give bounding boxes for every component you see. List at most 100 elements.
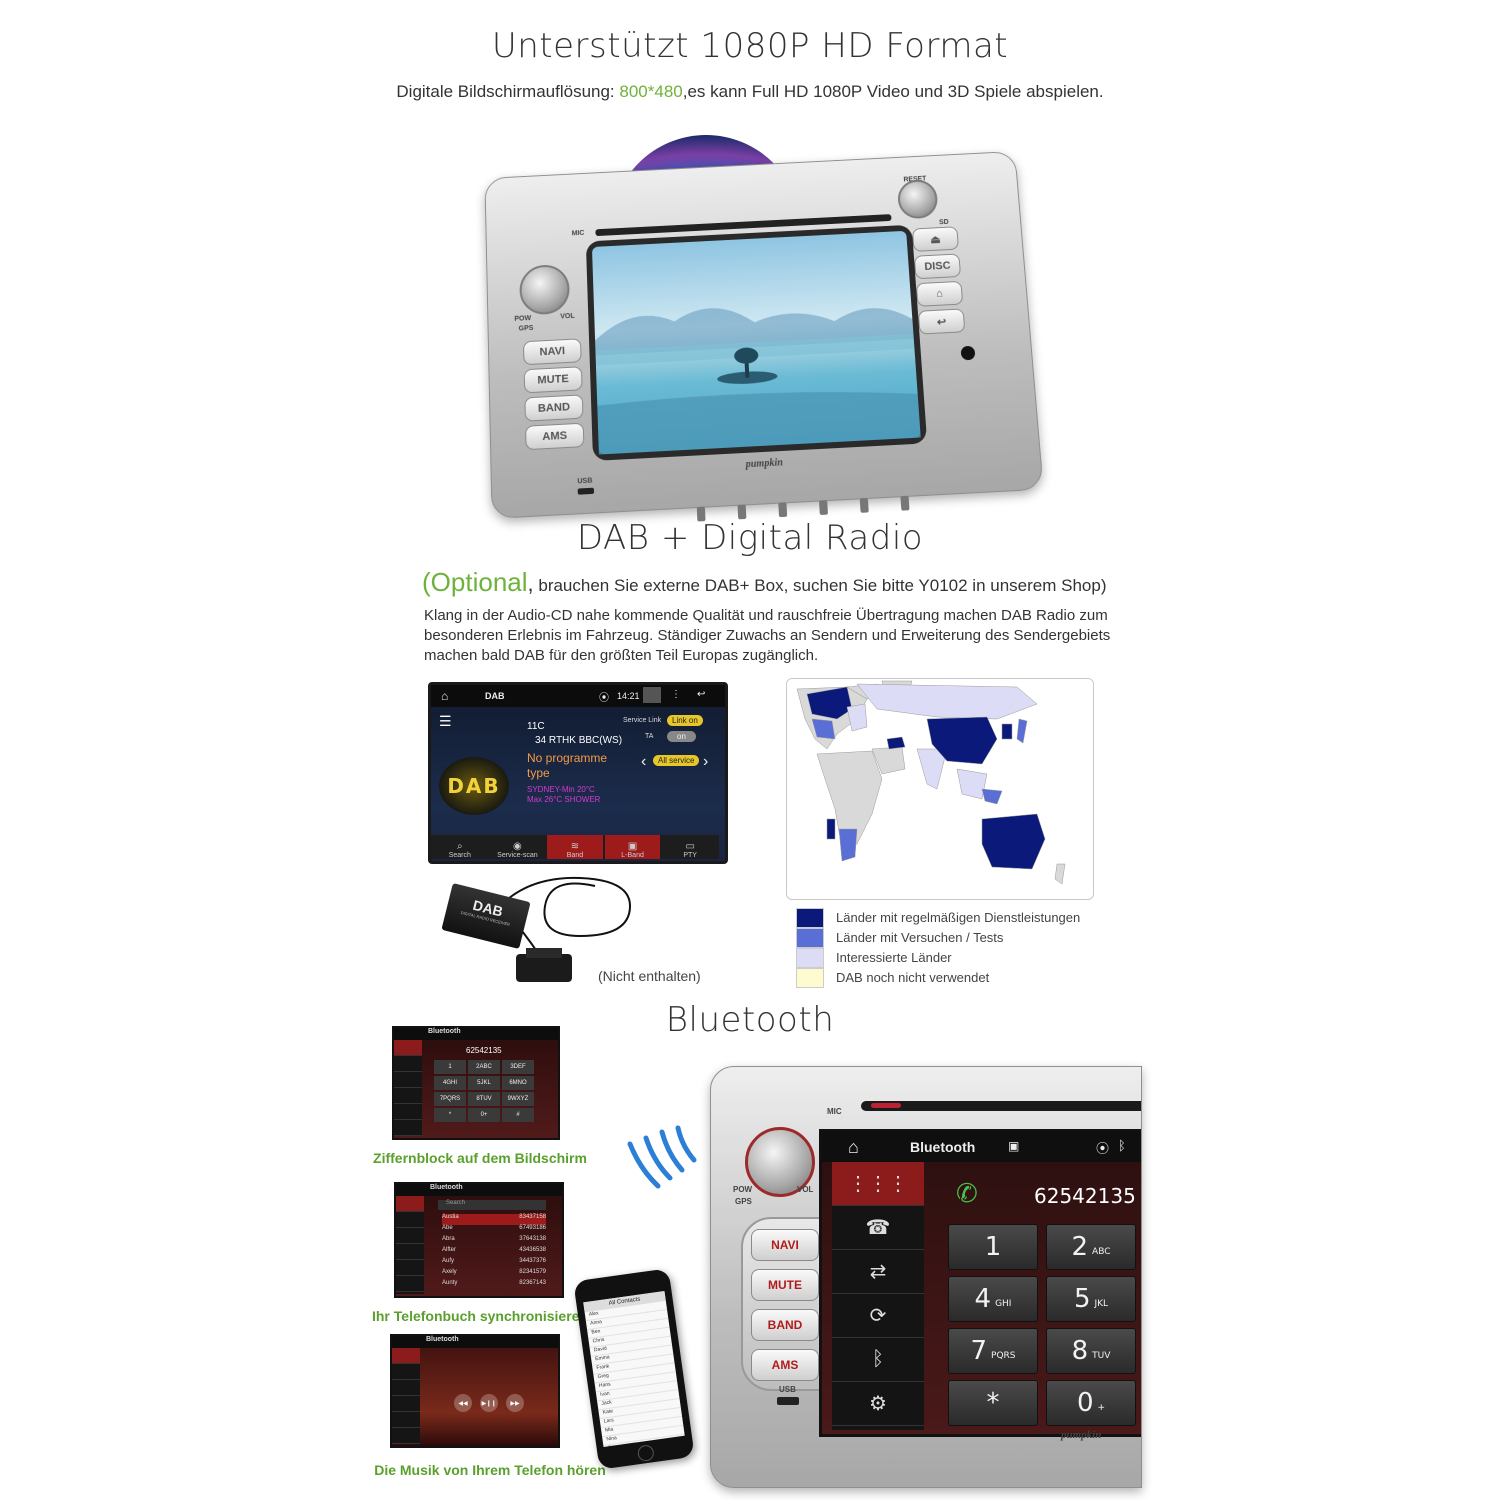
contact-row[interactable]: Austia83437158	[442, 1214, 546, 1225]
contact-row[interactable]: Alfter43436538	[442, 1247, 546, 1258]
bt-status-bar: ⌂ Bluetooth ▣ ⦿ ᛒ	[822, 1132, 1142, 1162]
all-service-button[interactable]: All service	[653, 755, 699, 766]
back-icon[interactable]: ↩	[697, 689, 705, 700]
bt-button-navi[interactable]: NAVI	[751, 1229, 819, 1261]
bt-key-5[interactable]: 7PQRS	[948, 1328, 1038, 1374]
thumb3-player-controls: ◀◀ ▶❙❙ ▶▶	[454, 1394, 524, 1412]
bt-key-digit: 1	[985, 1232, 1002, 1262]
legend-swatch	[796, 908, 824, 928]
bt-key-digit: 2	[1071, 1232, 1088, 1262]
bt-brand-logo: pumpkin	[1061, 1429, 1101, 1441]
service-link-toggle[interactable]: Link on	[667, 715, 703, 726]
optional-line: (Optional, brauchen Sie externe DAB+ Box…	[422, 567, 1182, 598]
bt-key-4[interactable]: 5JKL	[1046, 1276, 1136, 1322]
dab-weather-1: SYDNEY-Min 20°C	[527, 785, 595, 794]
bt-key-8[interactable]: 0+	[1046, 1380, 1136, 1426]
hw-right-button-2[interactable]: ⌂	[916, 281, 963, 307]
hw-button-band[interactable]: BAND	[524, 394, 583, 421]
contact-row[interactable]: Aufy34437376	[442, 1258, 546, 1269]
bt-head-unit: MIC POW GPS VOL NAVIMUTEBANDAMS USB ⌂ Bl…	[710, 1066, 1142, 1488]
bt-side-call-log-icon[interactable]: ⇄	[832, 1250, 924, 1294]
thumb-side-item	[394, 1040, 422, 1056]
contact-row[interactable]: Aunty82367143	[442, 1280, 546, 1291]
dab-tab-search[interactable]: ⌕Search	[432, 835, 488, 859]
contact-row[interactable]: Abra37643138	[442, 1236, 546, 1247]
bt-side-keypad-icon[interactable]: ⋮⋮⋮	[832, 1162, 924, 1206]
thumb-side-item	[394, 1072, 422, 1088]
contact-name: Abe	[442, 1225, 453, 1236]
bt-button-mute[interactable]: MUTE	[751, 1269, 819, 1301]
bt-key-digit: *	[987, 1388, 1000, 1418]
list-icon[interactable]: ☰	[439, 713, 452, 730]
bluetooth-signal-waves	[618, 1124, 708, 1194]
volume-knob[interactable]	[519, 264, 570, 316]
thumb1-keypad: 12ABC3DEF4GHI5JKL6MNO7PQRS8TUV9WXYZ*0+#	[434, 1060, 534, 1122]
bt-gps-label: GPS	[735, 1197, 752, 1206]
ta-label: TA	[645, 733, 653, 740]
dab-tab-icon: ▭	[685, 841, 694, 852]
usb-port[interactable]	[578, 488, 594, 495]
dab-tab-service-scan[interactable]: ◉Service-scan	[490, 835, 546, 859]
next-service-icon[interactable]: ›	[703, 753, 708, 771]
dab-tab-pty[interactable]: ▭PTY	[662, 835, 718, 859]
bt-key-letters: ABC	[1092, 1247, 1110, 1257]
bt-side-contacts-icon[interactable]: ☎	[832, 1206, 924, 1250]
menu-icon[interactable]: ⋮	[671, 689, 681, 700]
bt-usb-port[interactable]	[777, 1397, 799, 1405]
dab-paragraph: Klang in der Audio-CD nahe kommende Qual…	[424, 606, 1124, 666]
legend-item: DAB noch nicht verwendet	[796, 968, 1116, 987]
prev-service-icon[interactable]: ‹	[641, 753, 646, 771]
bt-key-3[interactable]: 4GHI	[948, 1276, 1038, 1322]
hw-button-ams[interactable]: AMS	[525, 423, 584, 451]
ta-toggle[interactable]: on	[667, 731, 696, 742]
hw-right-button-1[interactable]: DISC	[914, 253, 961, 279]
hw-button-mute[interactable]: MUTE	[524, 366, 583, 393]
player-control[interactable]: ▶❙❙	[480, 1394, 498, 1412]
phone-home-button[interactable]	[637, 1444, 655, 1462]
thumb-side-item	[392, 1348, 420, 1364]
thumb2-search[interactable]: Search	[438, 1200, 546, 1210]
bt-dialed-number: 62542135	[1034, 1184, 1136, 1208]
bt-side-settings-icon[interactable]: ⚙	[832, 1382, 924, 1426]
usb-label: USB	[577, 477, 592, 485]
hw-right-button-3[interactable]: ↩	[918, 308, 966, 334]
screen-icon[interactable]	[643, 687, 661, 703]
bt-location-icon: ⦿	[1096, 1138, 1109, 1157]
section1-subtitle: Digitale Bildschirmauflösung: 800*480,es…	[0, 82, 1500, 102]
bt-button-band[interactable]: BAND	[751, 1309, 819, 1341]
dab-tab-l-band[interactable]: ▣L-Band	[605, 835, 661, 859]
map-legend: Länder mit regelmäßigen Dienstleistungen…	[796, 908, 1116, 988]
hw-button-navi[interactable]: NAVI	[523, 338, 582, 365]
contact-row[interactable]: Abe67493186	[442, 1225, 546, 1236]
dab-tab-band[interactable]: ≋Band	[547, 835, 603, 859]
hw-right-button-0[interactable]: ⏏	[912, 226, 959, 252]
contact-row[interactable]: Axely82341579	[442, 1269, 546, 1280]
bt-side-sync-icon[interactable]: ⟳	[832, 1294, 924, 1338]
bt-button-ams[interactable]: AMS	[751, 1349, 819, 1381]
tuning-knob[interactable]	[897, 179, 939, 220]
thumb-side-item	[392, 1364, 420, 1380]
bt-home-icon[interactable]: ⌂	[848, 1137, 859, 1158]
player-control[interactable]: ◀◀	[454, 1394, 472, 1412]
dab-status-bar: ⌂ DAB ⦿ 14:21 ⋮ ↩	[431, 685, 725, 707]
thumb-side-item	[396, 1260, 424, 1276]
thumb-side-item	[392, 1380, 420, 1396]
player-control[interactable]: ▶▶	[506, 1394, 524, 1412]
bt-key-6[interactable]: 8TUV	[1046, 1328, 1136, 1374]
home-icon[interactable]: ⌂	[441, 689, 448, 703]
bt-key-1[interactable]: 1	[948, 1224, 1038, 1270]
bt-key-7[interactable]: *	[948, 1380, 1038, 1426]
thumb-side-item	[396, 1244, 424, 1260]
bt-call-icon[interactable]: ✆	[956, 1178, 978, 1209]
bt-key-2[interactable]: 2ABC	[1046, 1224, 1136, 1270]
thumb-key: 3DEF	[502, 1060, 534, 1074]
legend-item: Interessierte Länder	[796, 948, 1116, 967]
dab-tab-icon: ≋	[571, 841, 579, 852]
dab-tab-label: Search	[449, 852, 471, 859]
bt-side-bluetooth-icon[interactable]: ᛒ	[832, 1338, 924, 1382]
bt-side-menu: ⋮⋮⋮☎⇄⟳ᛒ⚙	[832, 1162, 924, 1430]
legend-label: Länder mit Versuchen / Tests	[836, 930, 1003, 945]
thumb-side-item	[396, 1276, 424, 1292]
bt-pow-label: POW	[733, 1185, 752, 1194]
service-link-label: Service Link	[623, 717, 661, 724]
